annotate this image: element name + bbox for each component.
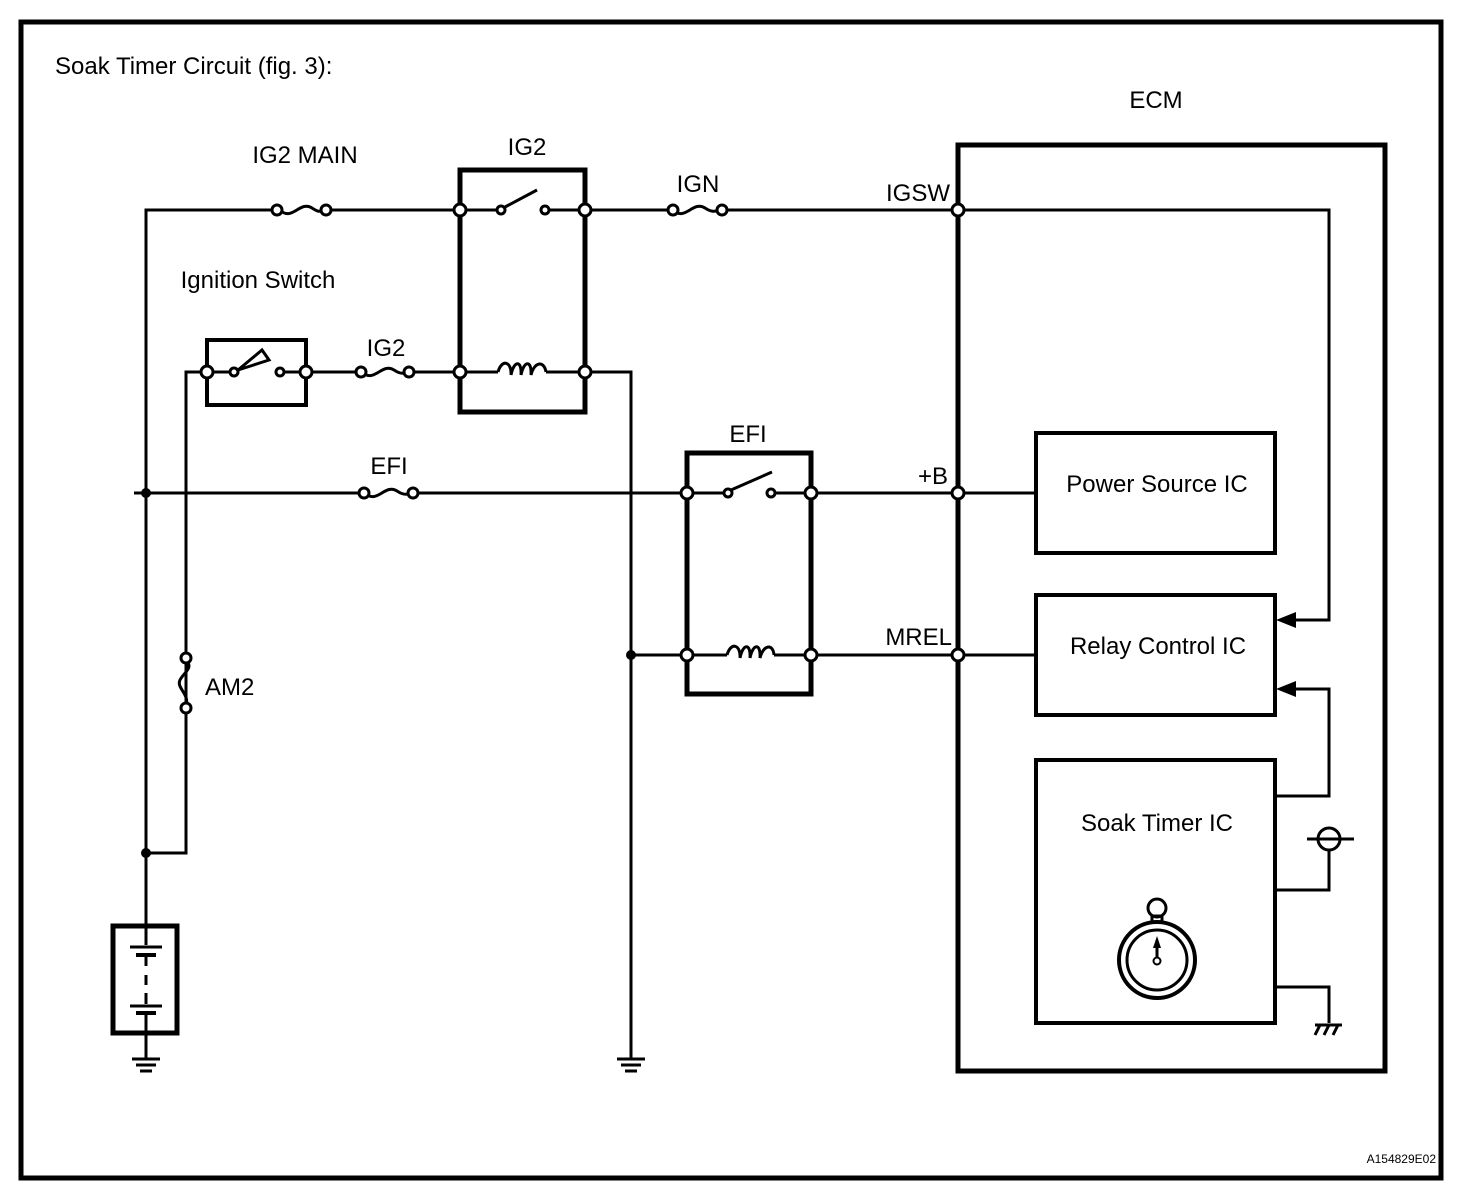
fuse-ig2-icon	[354, 365, 416, 379]
key-switch-icon	[237, 347, 272, 372]
relay-ig2	[452, 167, 593, 415]
relay-control-ic-label: Relay Control IC	[1070, 633, 1246, 660]
soak-timer-ic-box	[1034, 758, 1277, 1025]
ground-icon	[617, 1057, 645, 1073]
fuse-ign-label: IGN	[677, 171, 720, 198]
relay-switch-contact-icon	[504, 188, 538, 209]
igsw-internal-wire	[964, 208, 1331, 622]
terminal-igsw	[950, 202, 966, 218]
arrow-icon	[1276, 681, 1296, 697]
fuse-efi-label: EFI	[370, 453, 407, 480]
fuse-ign-icon	[666, 203, 729, 217]
soak-timer-output-wire	[1275, 687, 1331, 798]
terminal-igsw-label: IGSW	[886, 180, 950, 207]
junction-dot	[141, 848, 151, 858]
fuse-ig2-main-icon	[270, 203, 333, 217]
power-source-ic-label: Power Source IC	[1066, 471, 1247, 498]
fuse-am2-label: AM2	[205, 674, 254, 701]
ground-icon	[132, 1057, 160, 1073]
figure-frame	[18, 19, 1444, 1181]
terminal-plus-b	[950, 485, 966, 501]
ecm-label: ECM	[1129, 87, 1182, 114]
ecm-box	[955, 142, 1388, 1074]
relay-switch-contact-icon	[730, 470, 773, 492]
relay-efi	[679, 450, 819, 697]
figure-title: Soak Timer Circuit (fig. 3):	[55, 53, 332, 80]
battery-icon	[110, 923, 180, 1058]
figure-id: A154829E02	[1367, 1152, 1437, 1166]
fuse-ig2-label: IG2	[367, 335, 406, 362]
power-supply-icon	[1307, 826, 1354, 852]
arrow-icon	[1276, 612, 1296, 628]
terminal-plus-b-label: +B	[918, 463, 948, 490]
fuse-am2-icon	[177, 651, 193, 715]
relay-coil-icon	[496, 361, 548, 376]
chassis-ground-icon	[1313, 1023, 1342, 1036]
fuse-ig2-main-label: IG2 MAIN	[252, 142, 357, 169]
relay-efi-label: EFI	[729, 421, 766, 448]
stopwatch-icon	[1117, 897, 1197, 1000]
relay-control-ic-box	[1034, 593, 1277, 717]
fuse-efi-icon	[357, 486, 420, 500]
ignition-switch	[184, 338, 314, 850]
main-bus-wire	[144, 208, 460, 925]
terminal-mrel	[950, 647, 966, 663]
relay-coil-icon	[725, 644, 776, 659]
ignition-switch-label: Ignition Switch	[181, 267, 336, 294]
terminal-mrel-label: MREL	[885, 624, 952, 651]
relay-coil-ground-wire	[591, 370, 633, 1058]
power-source-ic-box	[1034, 431, 1277, 555]
soak-timer-ic-label: Soak Timer IC	[1081, 810, 1233, 837]
relay-ig2-label: IG2	[508, 134, 547, 161]
